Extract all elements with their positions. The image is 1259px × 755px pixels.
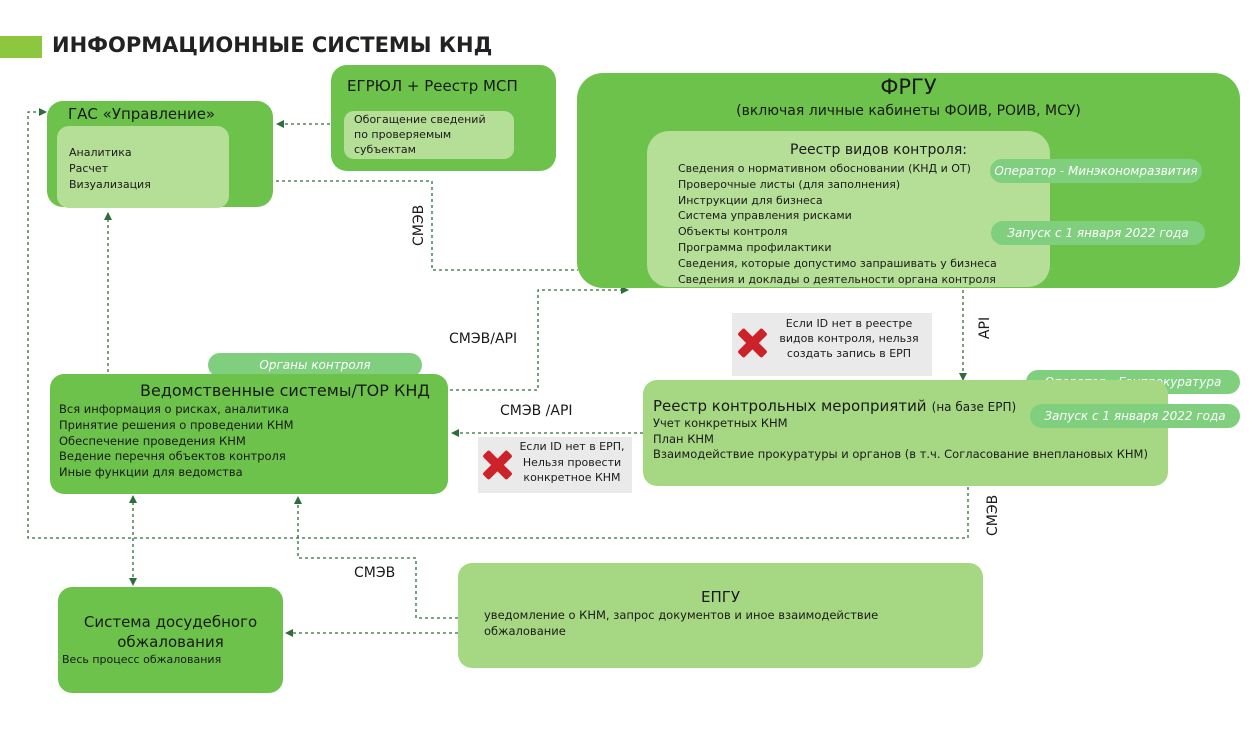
epgu-box — [458, 563, 983, 668]
erp-launch-badge: Запуск с 1 января 2022 года — [1030, 404, 1240, 428]
label-smev-api-2: СМЭВ /API — [500, 403, 573, 419]
gas-items: Аналитика Расчет Визуализация — [69, 145, 151, 193]
appeal-title: Система досудебного обжалования — [83, 613, 258, 651]
red-cross-icon — [482, 450, 512, 480]
list-item: Принятие решения о проведении КНМ — [59, 417, 294, 432]
label-smev-bottom: СМЭВ — [354, 565, 396, 581]
vedom-to-frgu-arrow — [450, 286, 629, 391]
gas-title: ГАС «Управление» — [68, 105, 216, 123]
list-item: Объекты контроля — [678, 225, 788, 239]
frgu-title: ФРГУ — [880, 75, 937, 99]
vedom-pill: Органы контроля — [208, 353, 422, 377]
list-item: Проверочные листы (для заполнения) — [678, 177, 901, 191]
list-item: Обеспечение проведения КНМ — [59, 433, 246, 448]
list-item: Программа профилактики — [678, 240, 832, 254]
erp-items: Учет конкретных КНМ План КНМ Взаимодейст… — [653, 416, 1148, 463]
list-item: Система управления рисками — [678, 209, 852, 223]
frgu-registry-title: Реестр видов контроля: — [790, 142, 968, 158]
egrul-note: Обогащение сведений по проверяемым субъе… — [354, 113, 486, 156]
appeal-item: Весь процесс обжалования — [62, 653, 222, 666]
red-cross-icon — [737, 328, 767, 358]
gas-inner-box — [57, 126, 229, 208]
erp-box — [643, 380, 1168, 486]
page-title: ИНФОРМАЦИОННЫЕ СИСТЕМЫ КНД — [52, 33, 493, 57]
list-item: Вся информация о рисках, аналитика — [59, 402, 290, 416]
gas-item: Расчет — [69, 162, 109, 175]
label-smev-top: СМЭВ — [411, 204, 427, 246]
egrul-title: ЕГРЮЛ + Реестр МСП — [347, 77, 518, 95]
egrul-note-box — [344, 111, 514, 159]
epgu-lines: уведомление о КНМ, запрос документов и и… — [484, 608, 879, 638]
frgu-gas-link — [276, 180, 578, 271]
label-api: API — [977, 316, 993, 340]
gas-item: Аналитика — [69, 146, 132, 159]
label-smev-right: СМЭВ — [985, 494, 1001, 536]
erp-title: Реестр контрольных мероприятий — [653, 397, 927, 415]
epgu-title: ЕПГУ — [700, 588, 741, 606]
warning-text-registry: Если ID нет в реестре видов контроля, не… — [779, 317, 919, 360]
erp-to-gas-arrow — [27, 108, 969, 539]
warning-text-erp: Если ID нет в ЕРП, Нельзя провести конкр… — [519, 440, 625, 484]
list-item: Сведения, которые допустимо запрашивать … — [678, 256, 997, 270]
vedom-box — [50, 374, 448, 494]
erp-title-suffix: (на базе ЕРП) — [931, 400, 1017, 414]
erp-title-line: Реестр контрольных мероприятий (на базе … — [653, 396, 1016, 415]
vedom-items: Вся информация о рисках, аналитика Приня… — [59, 402, 294, 481]
epgu-to-vedom-arrow — [294, 496, 458, 619]
frgu-registry-items: Сведения о нормативном обосновании (КНД … — [678, 161, 997, 287]
frgu-launch-badge: Запуск с 1 января 2022 года — [991, 221, 1205, 245]
list-item: Сведения о нормативном обосновании (КНД … — [678, 162, 971, 175]
frgu-subtitle: (включая личные кабинеты ФОИВ, РОИВ, МСУ… — [736, 103, 1081, 119]
appeal-box — [58, 587, 283, 693]
header-accent-bar — [0, 36, 42, 58]
list-item: Ведение перечня объектов контроля — [59, 449, 286, 464]
list-item: Взаимодействие прокуратуры и органов (в … — [653, 447, 1148, 461]
list-item: План КНМ — [653, 431, 714, 446]
list-item: Сведения и доклады о деятельности органа… — [678, 272, 996, 286]
vedom-title: Ведомственные системы/ТОР КНД — [140, 381, 430, 400]
list-item: Иные функции для ведомства — [59, 465, 243, 480]
gas-item: Визуализация — [69, 178, 151, 191]
frgu-operator-badge: Оператор - Минэкономразвития — [990, 159, 1202, 183]
list-item: Инструкции для бизнеса — [678, 193, 823, 207]
label-smev-api: СМЭВ/API — [449, 331, 518, 347]
frgu-registry-box — [647, 131, 1050, 287]
list-item: Учет конкретных КНМ — [653, 416, 788, 430]
